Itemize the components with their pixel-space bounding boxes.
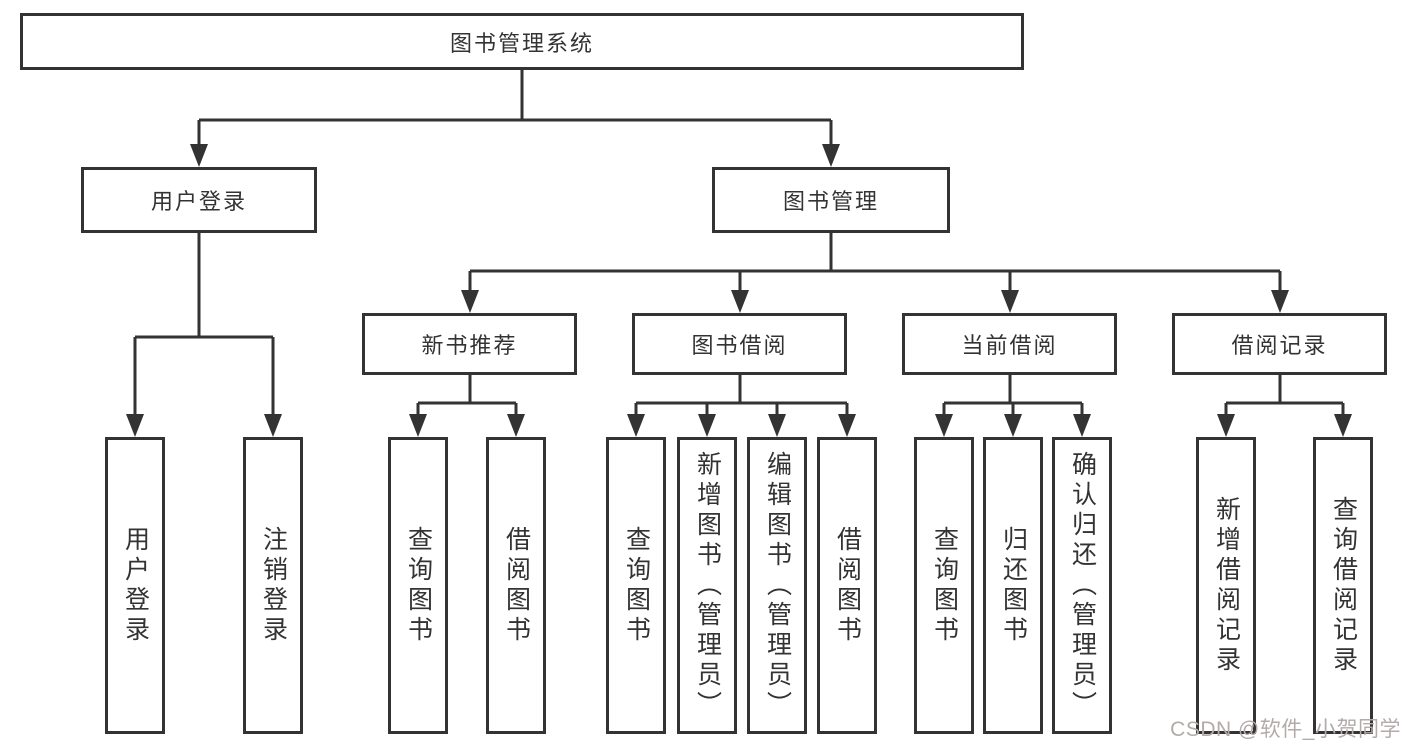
node-label: 图书管理系统 bbox=[449, 30, 594, 56]
leaf-label: 注销登录 bbox=[259, 525, 288, 646]
leaf-user-login: 用户登录 bbox=[105, 437, 165, 734]
leaf-label: 归还图书 bbox=[999, 525, 1028, 646]
connector-root-to-level2 bbox=[197, 70, 833, 146]
node-label: 当前借阅 bbox=[961, 333, 1058, 358]
connector-borrowing-children bbox=[634, 375, 849, 416]
node-book-borrowing: 图书借阅 bbox=[632, 313, 847, 375]
arrowheads bbox=[126, 144, 1352, 437]
leaf-query-borrow-record: 查询借阅记录 bbox=[1313, 437, 1373, 734]
leaf-label: 确认归还（管理员） bbox=[1068, 450, 1097, 721]
leaf-logout: 注销登录 bbox=[243, 437, 303, 734]
connector-user-login-children bbox=[133, 233, 275, 416]
csdn-watermark: CSDN @软件_小贺同学 bbox=[1170, 718, 1401, 741]
leaf-label: 借阅图书 bbox=[502, 525, 531, 646]
leaf-edit-books-admin: 编辑图书（管理员） bbox=[747, 437, 807, 734]
connector-book-mgmt-children bbox=[468, 233, 1282, 292]
leaf-label: 新增图书（管理员） bbox=[693, 450, 722, 721]
connector-new-rec-children bbox=[416, 375, 518, 416]
leaf-label: 查询图书 bbox=[404, 525, 433, 646]
leaf-return-books: 归还图书 bbox=[983, 437, 1043, 734]
node-label: 借阅记录 bbox=[1231, 333, 1328, 358]
leaf-borrow-books-recommendation: 借阅图书 bbox=[486, 437, 546, 734]
node-current-borrowing: 当前借阅 bbox=[902, 313, 1117, 375]
node-label: 新书推荐 bbox=[421, 333, 518, 358]
leaf-query-books-recommendation: 查询图书 bbox=[388, 437, 448, 734]
node-label: 图书借阅 bbox=[691, 333, 788, 358]
node-label: 图书管理 bbox=[782, 189, 879, 214]
leaf-label: 查询借阅记录 bbox=[1329, 495, 1358, 676]
leaf-query-books-borrowing: 查询图书 bbox=[606, 437, 666, 734]
leaf-add-books-admin: 新增图书（管理员） bbox=[677, 437, 737, 734]
leaf-add-borrow-record: 新增借阅记录 bbox=[1196, 437, 1256, 734]
leaf-label: 编辑图书（管理员） bbox=[763, 450, 792, 721]
node-new-book-recommendation: 新书推荐 bbox=[362, 313, 577, 375]
node-label: 用户登录 bbox=[150, 189, 247, 214]
connector-records-children bbox=[1224, 375, 1345, 416]
connector-current-children bbox=[942, 375, 1084, 416]
node-borrowing-records: 借阅记录 bbox=[1172, 313, 1387, 375]
leaf-label: 新增借阅记录 bbox=[1212, 495, 1241, 676]
leaf-label: 查询图书 bbox=[930, 525, 959, 646]
leaf-label: 用户登录 bbox=[121, 525, 150, 646]
leaf-label: 查询图书 bbox=[622, 525, 651, 646]
leaf-borrow-books-borrowing: 借阅图书 bbox=[817, 437, 877, 734]
node-user-login: 用户登录 bbox=[81, 167, 317, 233]
node-book-management: 图书管理 bbox=[712, 167, 950, 233]
leaf-confirm-return-admin: 确认归还（管理员） bbox=[1052, 437, 1112, 734]
node-library-system: 图书管理系统 bbox=[20, 13, 1024, 70]
leaf-label: 借阅图书 bbox=[833, 525, 862, 646]
leaf-query-books-current: 查询图书 bbox=[914, 437, 974, 734]
